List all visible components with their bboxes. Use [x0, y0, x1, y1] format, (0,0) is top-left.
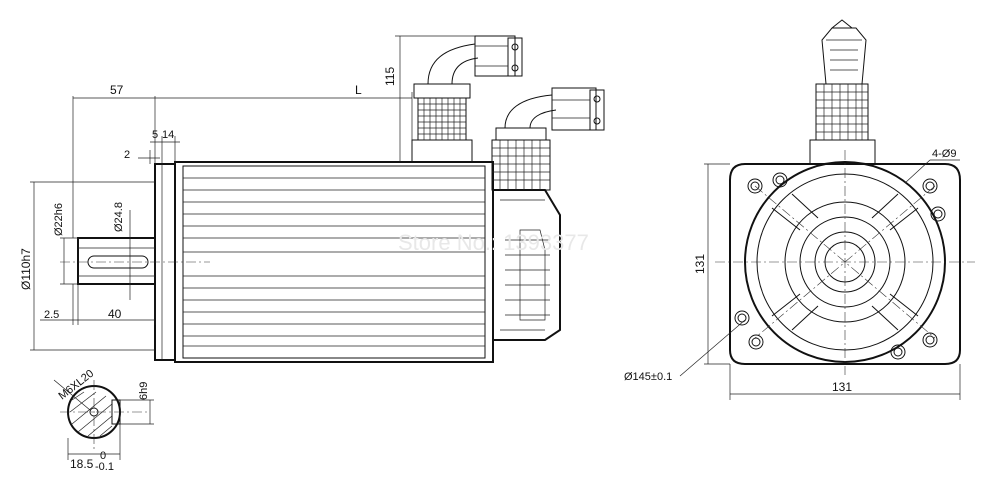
front-connector: [809, 19, 876, 165]
body-fins: [183, 177, 485, 347]
dim-inner-diameter: Ø24.8: [113, 202, 125, 232]
dim-length: L: [355, 83, 362, 97]
encoder-connector: [491, 87, 605, 191]
dim-bolt-circle: Ø145±0.1: [624, 371, 672, 383]
watermark: Store No.: 1393377: [398, 230, 589, 255]
side-view: 57 L 115 5 14 2 Ø22h6 Ø24.8 Ø110h7 2.5 4…: [19, 35, 605, 363]
shaft-tol-upper: 0: [100, 450, 106, 462]
dim-40: 40: [108, 307, 122, 321]
dim-2: 2: [124, 149, 130, 161]
rear-cap: [492, 189, 561, 341]
dim-5: 5: [152, 129, 158, 141]
shaft-tol-lower: -0.1: [95, 461, 114, 473]
rear-cap-ribs: [505, 229, 550, 321]
shaft: [77, 237, 156, 285]
dim-holes: 4-Ø9: [932, 148, 956, 160]
dim-115: 115: [383, 67, 397, 86]
square-flange: [729, 163, 961, 365]
dim-57: 57: [110, 83, 124, 97]
front-dimensions: [679, 159, 961, 400]
front-view: 4-Ø9 131 Ø145±0.1 131: [624, 19, 975, 400]
side-dimensions: [30, 35, 475, 351]
motor-body: [174, 161, 494, 363]
dim-front-height: 131: [693, 254, 707, 274]
flange-spokes: [771, 193, 919, 331]
dim-shaft-diameter: Ø22h6: [53, 203, 65, 236]
body-inner: [182, 165, 486, 359]
mounting-holes: [734, 172, 946, 360]
dim-pilot-diameter: Ø110h7: [19, 248, 33, 290]
shaft-key-width: 6h9: [138, 382, 150, 400]
shaft-key-height: 18.5: [70, 457, 94, 471]
shaft-section: M6XL20 6h9 18.5 0 -0.1: [53, 368, 154, 473]
dim-2-5: 2.5: [44, 309, 59, 321]
power-connector: [411, 35, 523, 163]
dim-14: 14: [162, 129, 174, 141]
dim-front-width: 131: [832, 380, 852, 394]
